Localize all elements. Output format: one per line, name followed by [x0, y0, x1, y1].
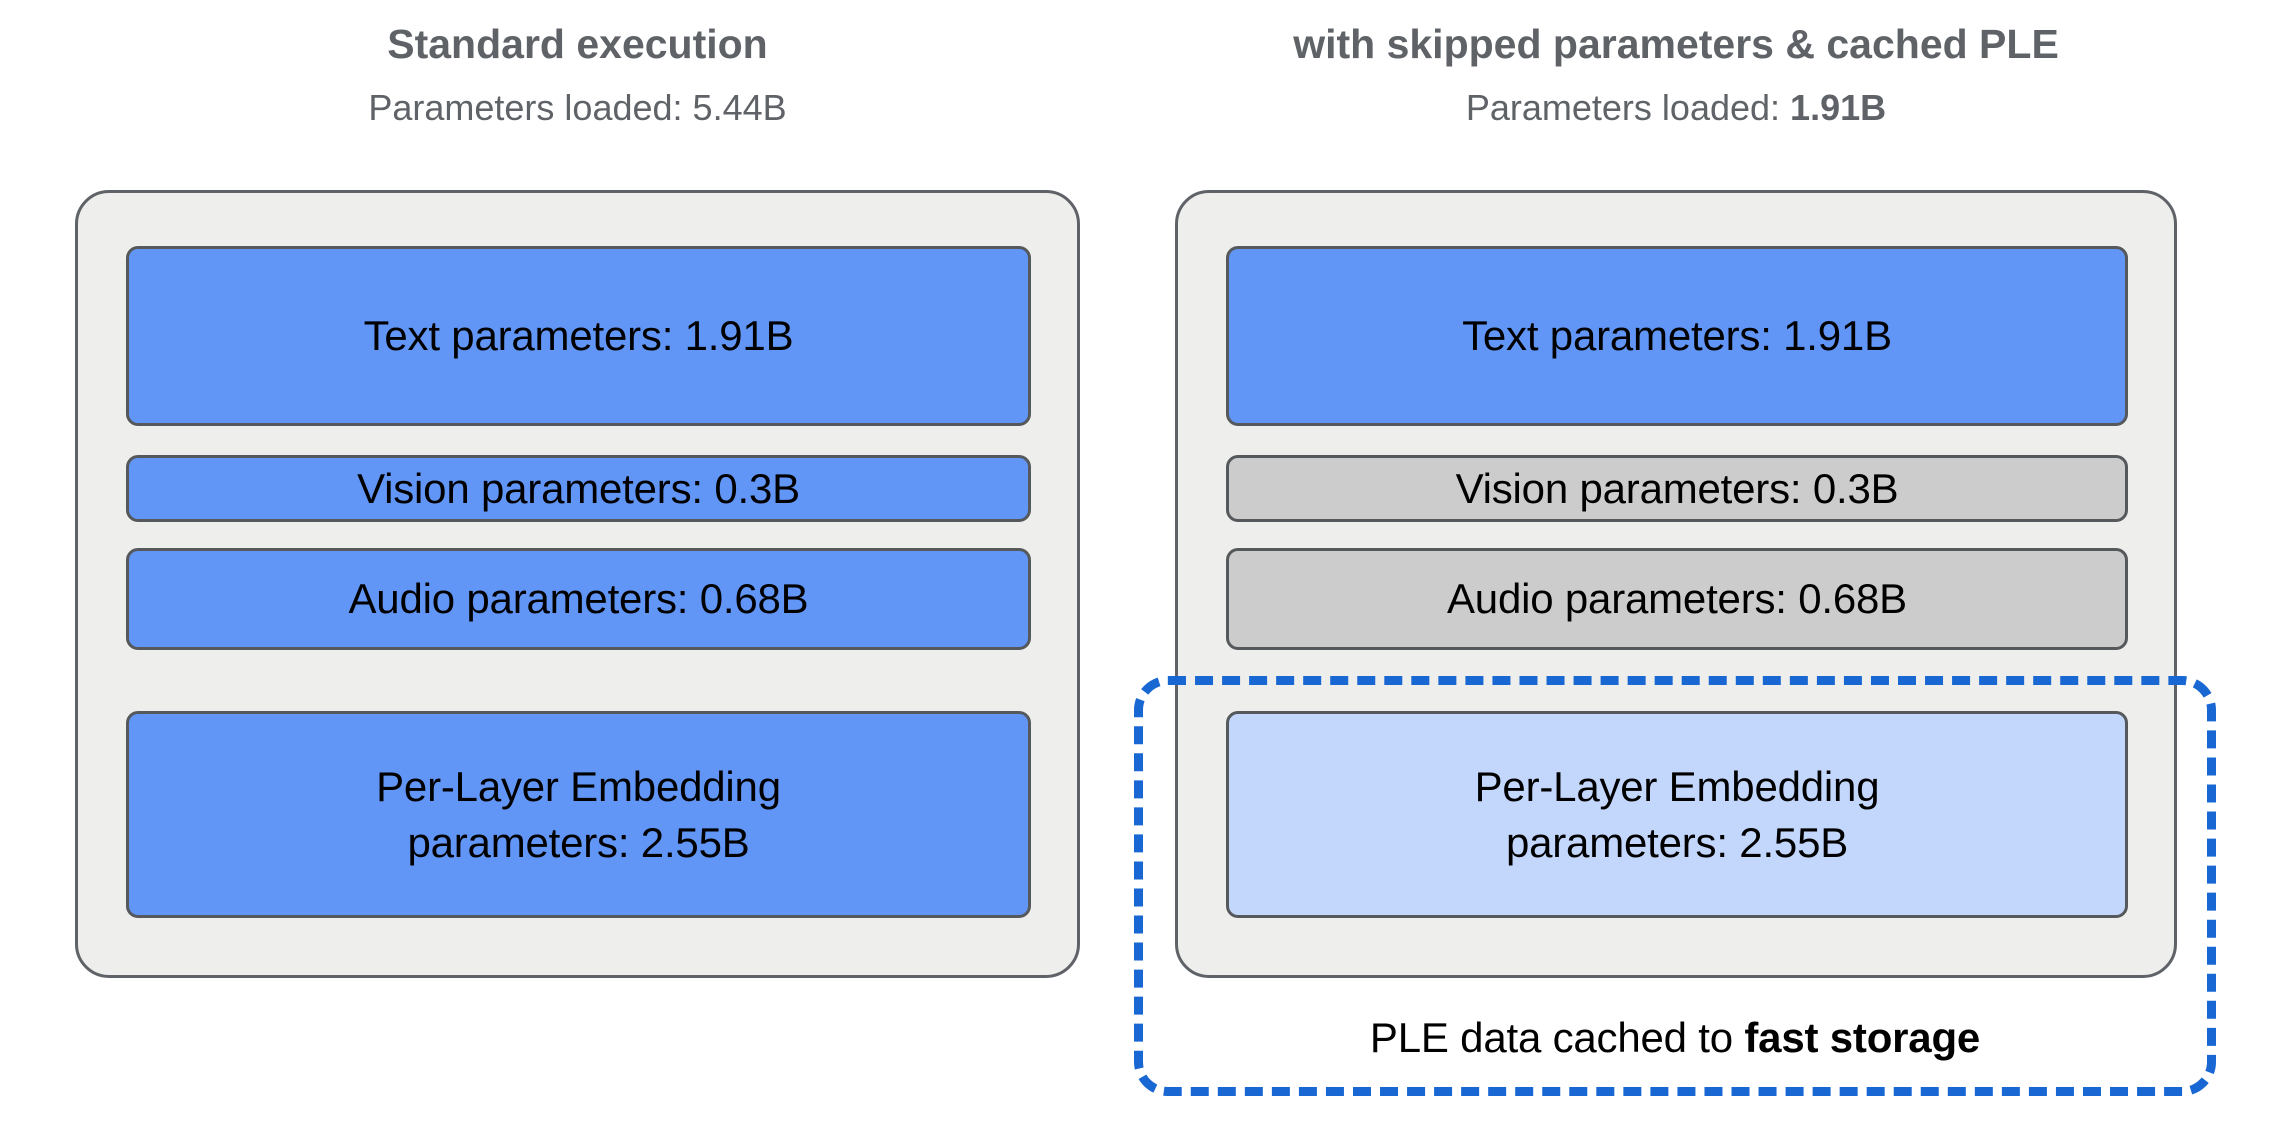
param-container-optimized: Text parameters: 1.91B Vision parameters… — [1175, 190, 2177, 978]
block-label: Vision parameters: 0.3B — [357, 464, 800, 512]
block-ple-parameters-optimized[interactable]: Per-Layer Embedding parameters: 2.55B — [1226, 711, 2128, 918]
block-audio-parameters-optimized[interactable]: Audio parameters: 0.68B — [1226, 548, 2128, 650]
block-vision-parameters-optimized[interactable]: Vision parameters: 0.3B — [1226, 455, 2128, 522]
panel-subtitle-standard: Parameters loaded: 5.44B — [75, 86, 1080, 129]
block-text-parameters-standard[interactable]: Text parameters: 1.91B — [126, 246, 1031, 426]
panel-title-standard: Standard execution — [387, 21, 768, 67]
cache-caption: PLE data cached to fast storage — [1134, 1014, 2216, 1062]
block-label: Audio parameters: 0.68B — [1446, 575, 1907, 623]
panel-header-optimized: with skipped parameters & cached PLE Par… — [1175, 20, 2177, 129]
cache-caption-emphasis: fast storage — [1744, 1014, 1981, 1061]
block-text-parameters-optimized[interactable]: Text parameters: 1.91B — [1226, 246, 2128, 426]
cache-highlight-region — [1134, 676, 2216, 1096]
panel-title-optimized: with skipped parameters & cached PLE — [1293, 21, 2059, 67]
subtitle-value-standard: 5.44B — [692, 87, 787, 129]
block-label: Text parameters: 1.91B — [363, 312, 794, 360]
block-vision-parameters-standard[interactable]: Vision parameters: 0.3B — [126, 455, 1031, 522]
block-ple-parameters-standard[interactable]: Per-Layer Embedding parameters: 2.55B — [126, 711, 1031, 918]
cache-caption-prefix: PLE data cached to — [1369, 1014, 1745, 1061]
block-label-line-1: Per-Layer Embedding — [1474, 763, 1880, 811]
panel-header-standard: Standard execution Parameters loaded: 5.… — [75, 20, 1080, 129]
panel-subtitle-optimized: Parameters loaded: 1.91B — [1175, 86, 2177, 129]
block-label: Text parameters: 1.91B — [1462, 312, 1892, 360]
block-label-line-1: Per-Layer Embedding — [376, 763, 781, 811]
subtitle-prefix-standard: Parameters loaded: — [368, 87, 693, 129]
subtitle-prefix-optimized: Parameters loaded: — [1465, 87, 1791, 129]
subtitle-value-optimized: 1.91B — [1790, 87, 1887, 129]
block-audio-parameters-standard[interactable]: Audio parameters: 0.68B — [126, 548, 1031, 650]
param-container-standard: Text parameters: 1.91B Vision parameters… — [75, 190, 1080, 978]
block-label: Vision parameters: 0.3B — [1455, 464, 1899, 512]
block-label-line-2: parameters: 2.55B — [407, 818, 750, 866]
block-label-line-2: parameters: 2.55B — [1505, 818, 1849, 866]
block-label: Audio parameters: 0.68B — [348, 575, 809, 623]
